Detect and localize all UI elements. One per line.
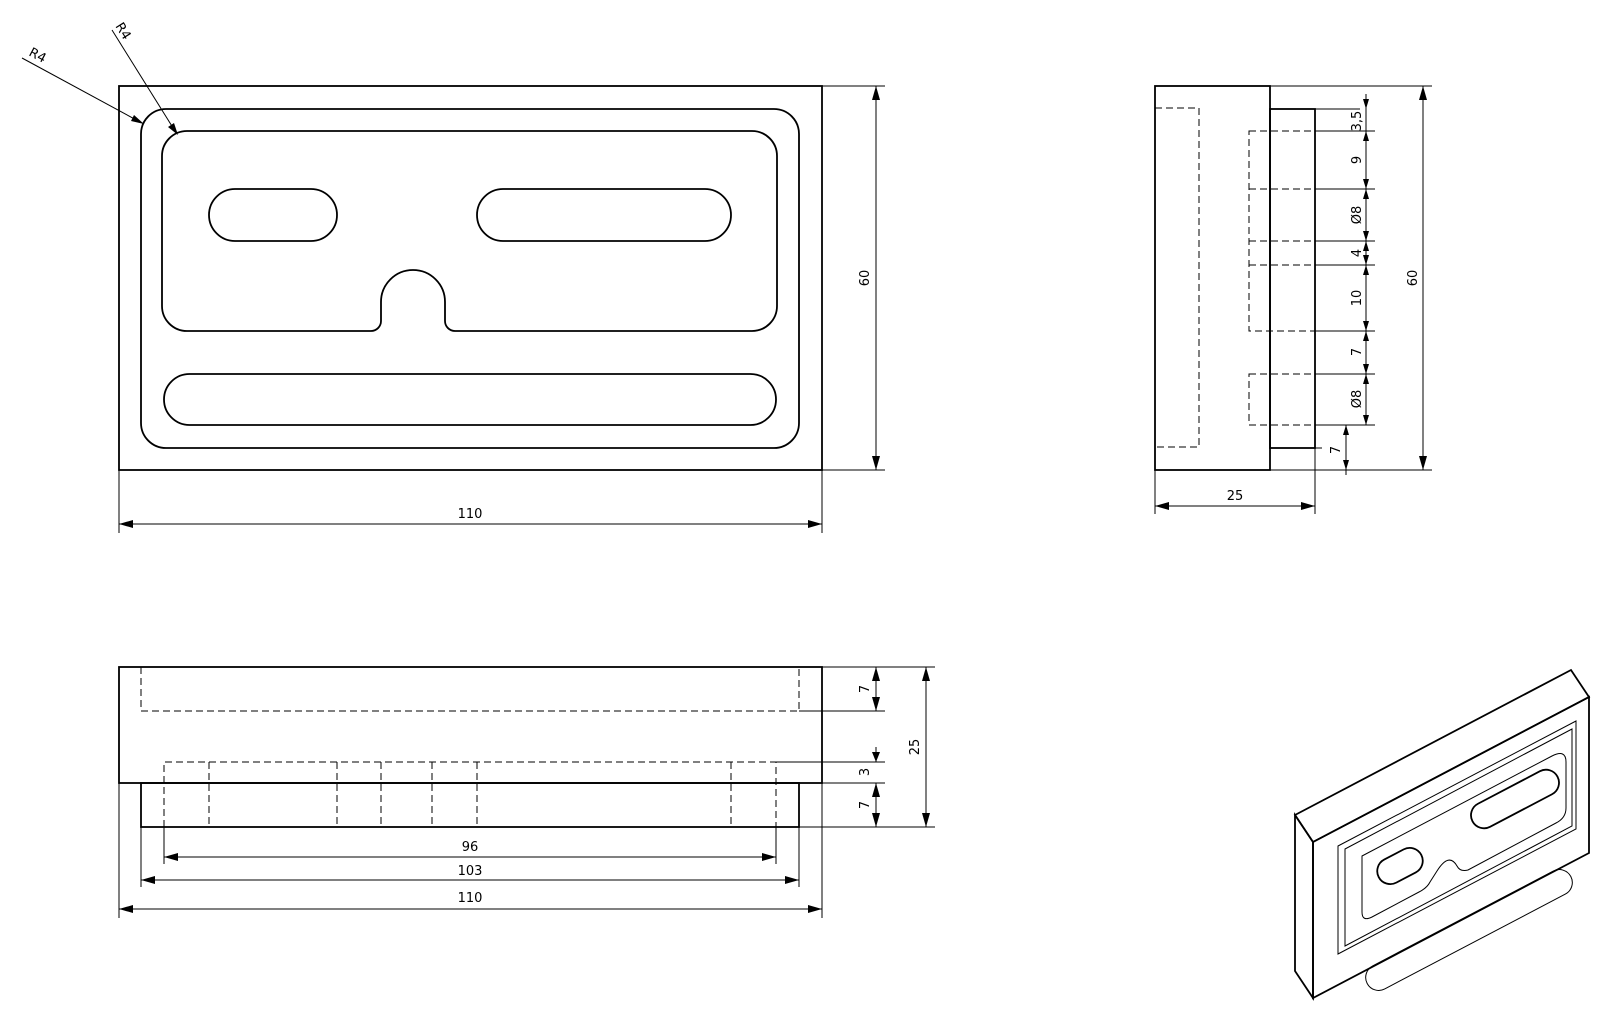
iso-pocket-outer	[1337, 720, 1577, 955]
bottom-dim-7-top: 7	[858, 667, 880, 711]
side-boss	[1269, 108, 1316, 449]
radius-leader-inner: R4	[111, 20, 178, 135]
side-label-4: 4	[1350, 249, 1365, 257]
side-depth-label: 25	[1227, 489, 1244, 504]
side-label-dia8-lower: Ø8	[1350, 390, 1365, 409]
front-width-label: 110	[458, 507, 483, 522]
iso-slot-right	[1470, 768, 1560, 830]
bottom-body	[118, 666, 823, 784]
iso-slot-left	[1376, 846, 1424, 886]
iso-pocket-outer-step	[1344, 728, 1573, 947]
side-height-dimension: 60	[1270, 85, 1432, 471]
side-hidden-pocket	[1155, 107, 1200, 448]
side-label-10: 10	[1350, 290, 1365, 307]
side-label-dia8-upper: Ø8	[1350, 206, 1365, 225]
bottom-label-103: 103	[458, 864, 483, 879]
bottom-dim-96: 96	[164, 840, 776, 861]
bottom-dim-7-bottom: 7	[858, 783, 880, 827]
iso-left-face	[1294, 812, 1314, 1001]
bottom-hidden-pocket	[140, 667, 800, 712]
side-height-label: 60	[1406, 270, 1421, 287]
bottom-label-7-top: 7	[858, 685, 873, 693]
iso-slot-bottom	[1365, 869, 1573, 991]
side-stack-arrows	[1363, 99, 1369, 425]
side-hidden-lower	[1248, 373, 1316, 426]
front-pocket-outer	[140, 108, 800, 449]
front-slot-left	[208, 188, 338, 242]
iso-pocket-inner	[1361, 753, 1567, 920]
side-hidden-upper	[1248, 130, 1316, 332]
front-height-label: 60	[858, 270, 873, 287]
bottom-dim-25: 25	[908, 667, 930, 827]
radius-label-outer: R4	[26, 45, 48, 66]
radius-leader-outer: R4	[21, 45, 144, 124]
side-label-3-5: 3,5	[1350, 111, 1365, 132]
bottom-dim-110: 110	[119, 891, 822, 913]
iso-front-face	[1312, 695, 1590, 1000]
front-pocket-inner	[161, 130, 778, 332]
side-label-7: 7	[1350, 348, 1365, 356]
front-outline	[118, 85, 823, 471]
side-body	[1154, 85, 1271, 471]
bottom-dim-3: 3	[858, 747, 880, 776]
front-slot-right	[476, 188, 732, 242]
iso-top-face	[1293, 668, 1591, 844]
bottom-boss	[140, 782, 800, 828]
side-depth-dimension: 25	[1154, 448, 1316, 514]
bottom-view: 96 103 110 7	[118, 666, 935, 918]
bottom-hidden-slots	[163, 761, 777, 827]
front-height-dimension: 60	[822, 85, 885, 471]
side-label-bottom-7: 7	[1329, 446, 1344, 454]
bottom-label-110: 110	[458, 891, 483, 906]
radius-label-inner: R4	[112, 20, 134, 43]
side-label-9: 9	[1350, 156, 1365, 164]
side-bottom-7-dimension: 7	[1270, 425, 1349, 475]
bottom-label-3: 3	[858, 768, 873, 776]
bottom-label-25: 25	[908, 739, 923, 756]
front-view: R4 R4 60 110	[21, 20, 885, 533]
front-slot-bottom	[163, 373, 777, 426]
front-width-dimension: 110	[118, 470, 823, 533]
bottom-label-7-bottom: 7	[858, 801, 873, 809]
bottom-label-96: 96	[462, 840, 479, 855]
isometric-view	[1293, 668, 1591, 1001]
side-view: 3,5 9 Ø8 4 10 7 Ø8 7 60	[1154, 85, 1432, 514]
bottom-dim-103: 103	[141, 864, 799, 884]
